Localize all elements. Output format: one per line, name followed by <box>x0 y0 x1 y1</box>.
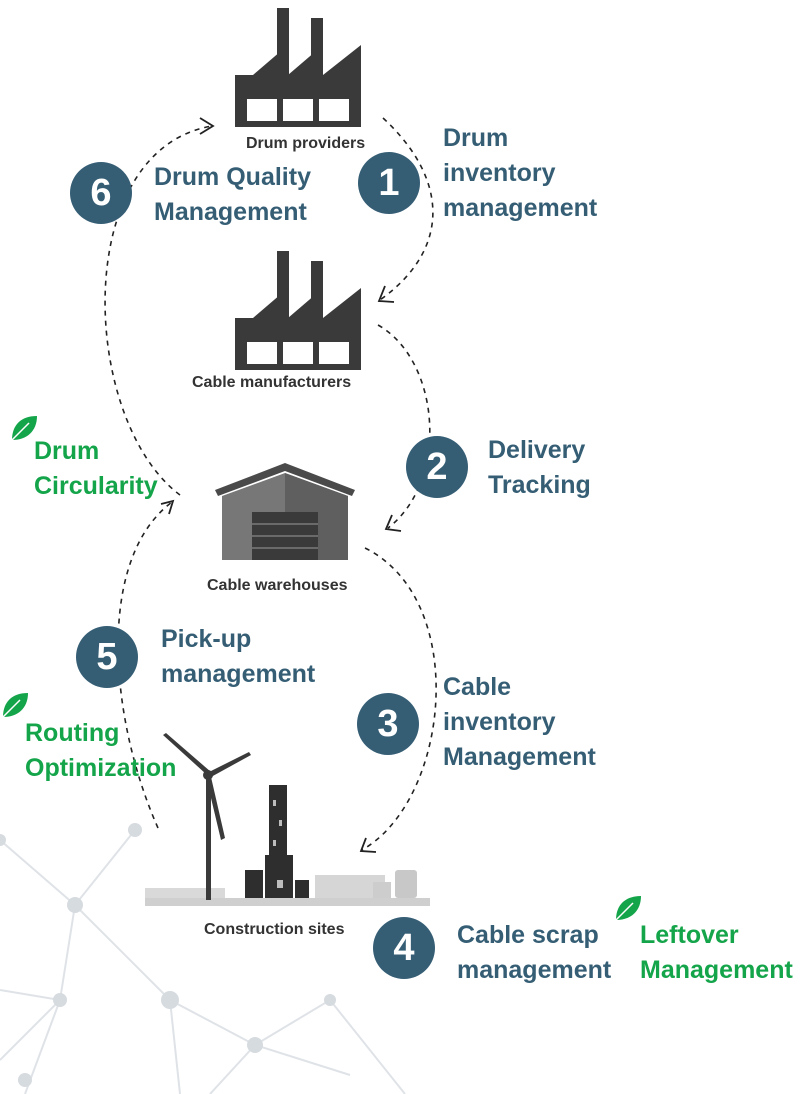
construction-site-icon <box>145 733 430 906</box>
step-label-line: management <box>161 660 316 688</box>
step-label-3: Cable inventory Management <box>443 670 596 775</box>
eco-label-drum-circularity: Drum Circularity <box>34 434 158 504</box>
warehouse-icon <box>215 463 355 560</box>
eco-label-line: Circularity <box>34 472 158 500</box>
arrow-providers-to-manufacturers <box>379 117 434 301</box>
step-label-line: inventory <box>443 708 556 736</box>
arrow-manufacturers-to-warehouses <box>377 324 431 529</box>
eco-label-line: Routing <box>25 719 120 747</box>
leaf-icon <box>2 693 28 718</box>
step-label-line: Management <box>154 198 307 226</box>
eco-label-line: Optimization <box>25 754 177 782</box>
step-label-line: Tracking <box>488 471 591 499</box>
step-label-5: Pick-up management <box>161 622 315 692</box>
step-label-1: Drum inventory management <box>443 121 597 226</box>
arrow-warehouses-to-providers <box>104 125 213 496</box>
step-label-line: Cable scrap <box>457 921 599 949</box>
factory-icon <box>235 8 361 127</box>
step-badge-5: 5 <box>76 626 138 688</box>
step-badge-3: 3 <box>357 693 419 755</box>
step-label-line: Delivery <box>488 436 586 464</box>
step-label-line: Drum Quality <box>154 163 311 191</box>
factory-icon <box>235 251 361 370</box>
step-badge-6: 6 <box>70 162 132 224</box>
step-badge-2: 2 <box>406 436 468 498</box>
node-label-construction-sites: Construction sites <box>204 921 345 938</box>
step-label-line: Cable <box>443 673 512 701</box>
node-label-drum-providers: Drum providers <box>246 135 366 152</box>
eco-label-line: Drum <box>34 437 100 465</box>
step-label-line: Pick-up <box>161 625 252 653</box>
eco-label-line: Leftover <box>640 921 739 949</box>
step-label-2: Delivery Tracking <box>488 433 591 503</box>
step-label-line: Drum <box>443 124 509 152</box>
step-badge-1: 1 <box>358 152 420 214</box>
eco-label-line: Management <box>640 956 793 984</box>
step-label-4: Cable scrap management <box>457 918 611 988</box>
step-label-line: management <box>457 956 612 984</box>
leaf-icon <box>615 896 641 921</box>
node-label-cable-manufacturers: Cable manufacturers <box>192 374 352 391</box>
step-label-6: Drum Quality Management <box>154 160 311 230</box>
eco-label-leftover-management: Leftover Management <box>640 918 793 988</box>
eco-label-routing-optimization: Routing Optimization <box>25 716 176 786</box>
step-label-line: Management <box>443 743 596 771</box>
leaf-icon <box>11 416 37 441</box>
node-label-cable-warehouses: Cable warehouses <box>207 577 348 594</box>
step-label-line: management <box>443 194 598 222</box>
step-label-line: inventory <box>443 159 556 187</box>
step-badge-4: 4 <box>373 917 435 979</box>
